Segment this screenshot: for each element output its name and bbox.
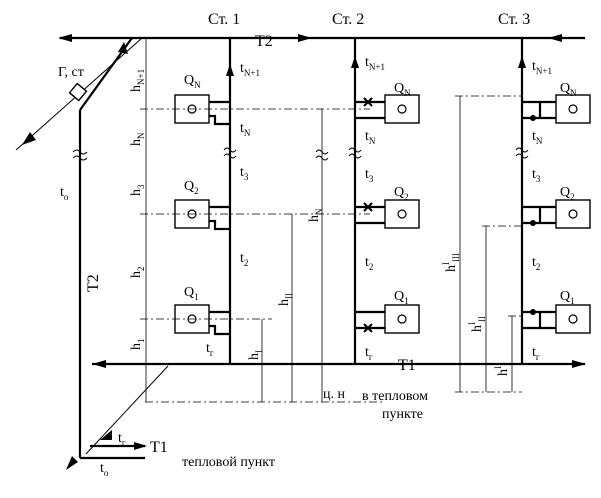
s3-t3: t3 [532,167,541,184]
hp-diagonal [85,365,169,455]
s3-hIII: hIIII [441,253,461,272]
s3-hI: hII [493,363,513,376]
s3-q2: Q2 [560,185,575,202]
t1-arrow-right-icon [572,360,586,368]
stand-2-arrow-up-icon [351,56,359,68]
s1-hN-total: hN [307,208,324,222]
s1-tn1: tN+1 [240,61,260,78]
to-label: tо [60,185,69,202]
stand-3-break-icon [515,147,529,159]
s1-hn: hN [129,132,146,146]
t2-vertical-label: Т2 [85,274,102,292]
s3-q1: Q1 [560,289,575,306]
diagonal-arrow-icon [22,132,36,145]
s1-h1: h1 [129,339,146,351]
s3-qn: QN [560,81,577,98]
stand-1-arrow-up-icon [226,64,234,76]
s3-t2: t2 [532,255,540,272]
s1-q2: Q2 [184,179,199,196]
stand-2-valve-2-icon [363,202,373,212]
zero-note-2: пункте [382,407,423,422]
tg-hp-label: tг [118,431,126,448]
s1-tg: tг [206,341,214,358]
s1-t3: t3 [240,165,249,182]
s1-hI: hI [247,350,264,360]
stand-2-valve-1-icon [363,323,373,333]
s1-hn-break-icon [315,149,329,161]
stand-1-radiator-2 [174,199,230,231]
s2-qn: QN [394,81,411,98]
s3-hII: hIII [467,316,487,332]
t2-top-label: Т2 [255,33,273,50]
s1-t2: t2 [240,251,248,268]
stand-3-radiator-n [522,94,591,124]
s3-tn: tN [532,129,543,146]
valve-label: Г, ст [58,65,84,80]
s1-qn: QN [184,73,201,90]
stand-2-radiator-2 [355,199,420,229]
s2-q2: Q2 [394,185,409,202]
stand-2-radiator-n [355,94,420,124]
s3-tn1: tN+1 [532,59,552,76]
s1-tn: tN [240,121,251,138]
s2-t2: t2 [365,255,373,272]
riser-arrow-up-icon [118,42,128,54]
heat-point-label: тепловой пункт [182,455,275,470]
zero-label: ц. н [323,387,345,402]
s1-hn1: hN+1 [129,69,146,92]
stand-3-arrow-up-icon [518,56,526,68]
s2-t3: t3 [365,167,374,184]
s2-q1: Q1 [394,289,409,306]
zero-note-1: в тепловом [362,389,428,404]
s1-h3: h3 [129,184,146,196]
t1-arrow-left-icon [92,360,106,368]
hp-diag-arrow-icon [100,430,112,440]
s2-tg: tг [365,345,373,362]
s2-tn1: tN+1 [365,55,385,72]
hp-t1-label: Т1 [150,439,168,456]
stand-3-radiator-1 [522,304,591,334]
stand-1-label: Ст. 1 [208,11,240,28]
hp-arrow-down-icon [66,456,78,470]
hp-arrow-right-icon [134,442,147,450]
stand-1-radiator-n [174,94,230,126]
t1-main-label: Т1 [398,357,416,374]
stand-3-label: Ст. 3 [498,11,530,28]
stand-2-valve-n-icon [363,97,373,107]
stand-2-label: Ст. 2 [332,11,364,28]
riser-break-icon [72,149,88,161]
stand-2-radiator-1 [355,304,420,334]
main-valve-icon [68,82,88,102]
to-hp-label: tо [100,461,109,478]
stand-2-break-icon [348,147,362,159]
stand-3-radiator-2 [522,199,591,229]
s3-tg: tг [532,345,540,362]
t2-arrow-right-icon [298,34,312,42]
stand-1-radiator-1 [174,304,230,336]
s2-tn: tN [365,129,376,146]
t2-arrow-left-icon [58,34,72,42]
t2-arrow-st3-icon [548,34,562,42]
stand-1-break-icon [223,147,237,159]
s1-h2: h2 [129,267,146,279]
s1-q1: Q1 [184,285,199,302]
s1-hII: hII [277,293,294,306]
